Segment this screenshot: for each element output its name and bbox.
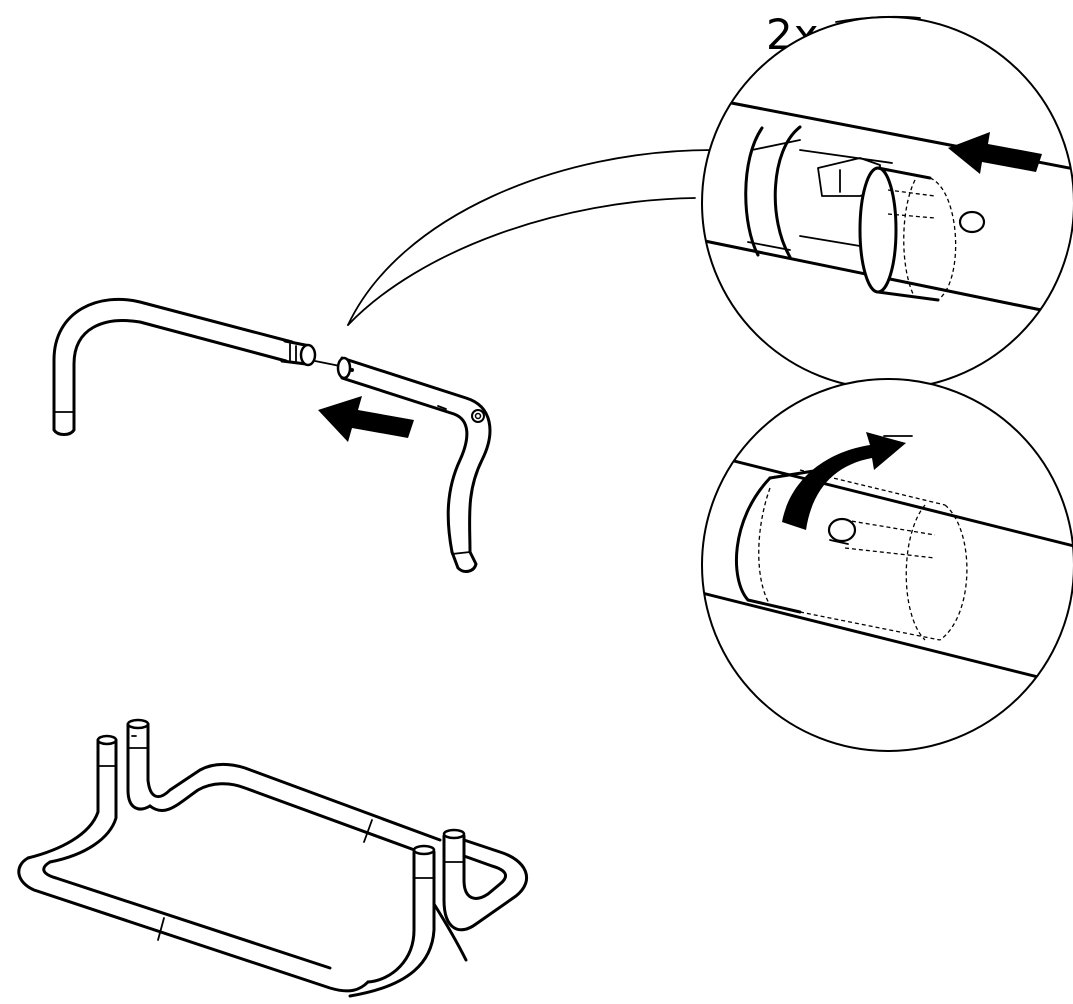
push-arrow-icon xyxy=(948,132,1042,174)
detail-circle-bottom xyxy=(701,378,1073,752)
detail-circle-top xyxy=(701,15,1073,390)
callout-leader xyxy=(347,149,713,326)
base-frame xyxy=(17,718,529,998)
frame-part-left-handle xyxy=(52,297,317,436)
frame-part-right-connector xyxy=(336,356,492,573)
alignment-line xyxy=(314,360,341,367)
rotate-arrow-icon xyxy=(782,432,913,530)
push-arrow-icon xyxy=(318,396,414,442)
